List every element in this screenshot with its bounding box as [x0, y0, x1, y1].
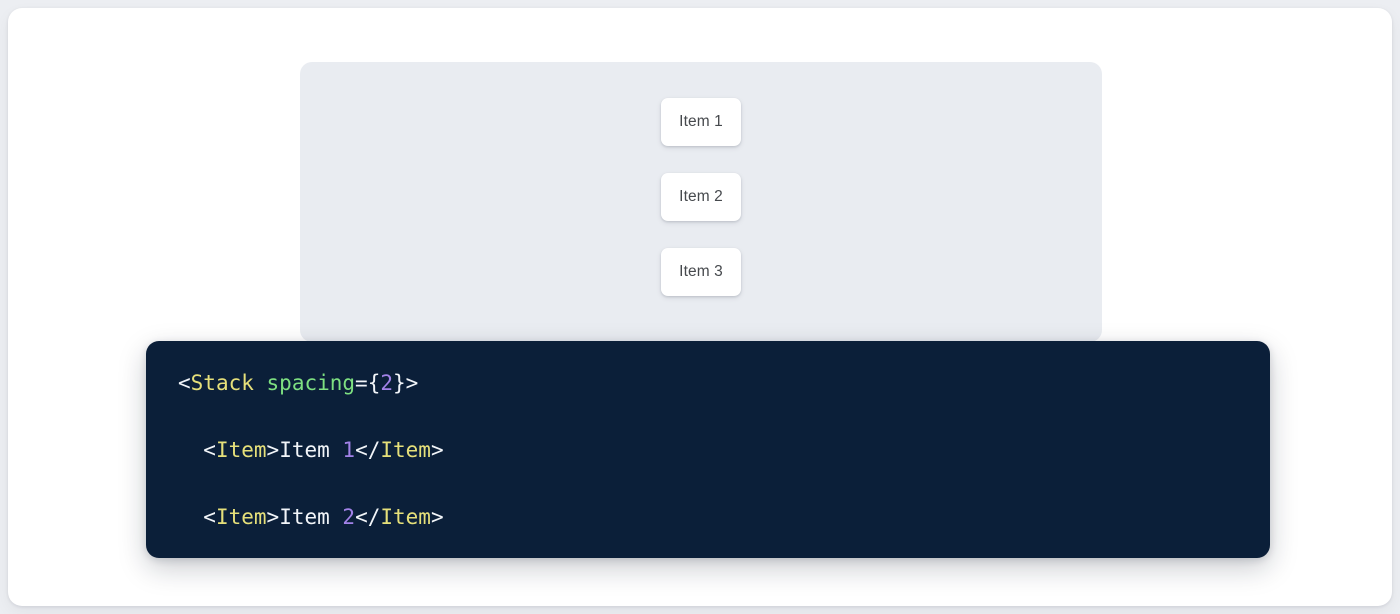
- code-token-tag: Item: [215, 438, 267, 463]
- code-line: <Item>Item 2</Item>: [178, 501, 1238, 535]
- stack-preview-surface: Item 1 Item 2 Item 3: [300, 62, 1102, 342]
- code-token-punct: <: [203, 505, 216, 530]
- code-token-tag: Item: [380, 505, 431, 530]
- stack-item[interactable]: Item 2: [661, 173, 741, 221]
- code-token-num: 2: [380, 371, 393, 395]
- code-token-text: Item: [279, 438, 343, 463]
- code-token-punct: >: [430, 438, 444, 463]
- code-token-attr: spacing: [266, 371, 356, 395]
- code-token-tag: Stack: [190, 371, 254, 395]
- code-line: <Item>Item 1</Item>: [178, 434, 1238, 468]
- code-token-num: 1: [342, 438, 356, 463]
- code-token-punct: >: [266, 505, 280, 530]
- stack-item-label: Item 2: [679, 188, 723, 205]
- code-token-punct: <: [178, 371, 191, 395]
- code-token-punct: >: [266, 438, 280, 463]
- code-token-text: Item: [279, 505, 343, 530]
- code-token-punct: >: [430, 505, 444, 530]
- code-token-num: 2: [342, 505, 356, 530]
- code-line: <Stack spacing={2}>: [178, 367, 1238, 401]
- code-snippet-panel: <Stack spacing={2}> <Item>Item 1</Item> …: [146, 341, 1270, 558]
- code-token-punct: }>: [393, 371, 419, 395]
- stack-item-label: Item 1: [679, 113, 723, 130]
- code-token-tag: Item: [215, 505, 267, 530]
- code-block[interactable]: <Stack spacing={2}> <Item>Item 1</Item> …: [178, 367, 1238, 558]
- code-token-tag: Item: [380, 438, 431, 463]
- stack-container: Item 1 Item 2 Item 3: [661, 98, 741, 296]
- code-token-punct: [254, 371, 267, 395]
- stack-item-label: Item 3: [679, 263, 723, 280]
- code-token-punct: <: [203, 438, 216, 463]
- code-token-punct: ={: [355, 371, 381, 395]
- stack-item[interactable]: Item 3: [661, 248, 741, 296]
- code-token-punct: </: [355, 505, 381, 530]
- stack-item[interactable]: Item 1: [661, 98, 741, 146]
- code-token-punct: </: [355, 438, 381, 463]
